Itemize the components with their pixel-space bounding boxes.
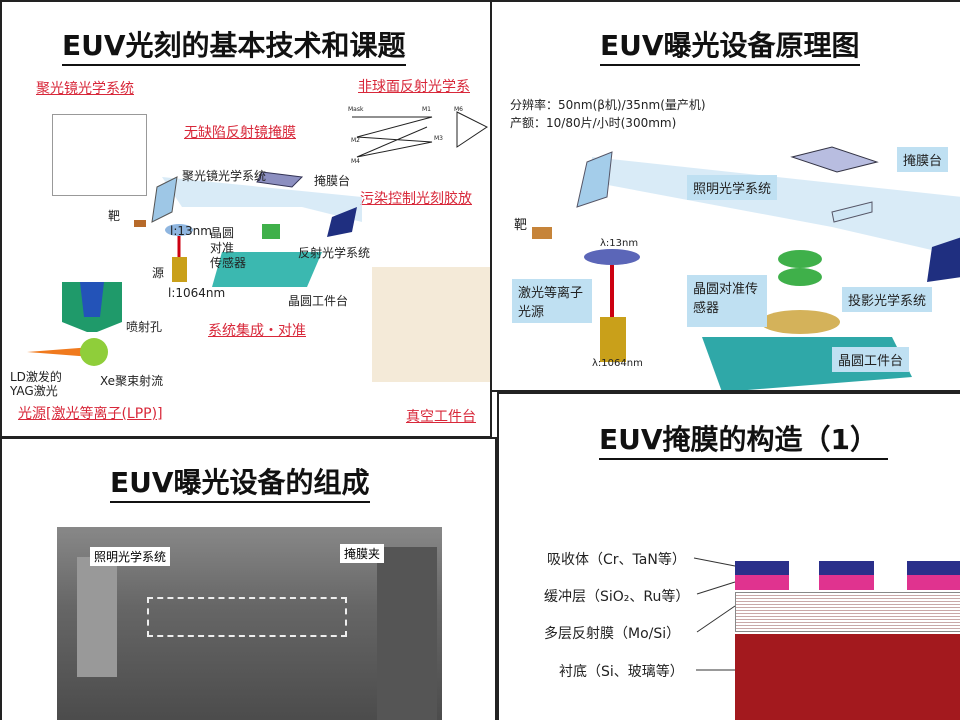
label-contamination: 污染控制光刻胶放	[360, 191, 472, 207]
mirror-label: Mask	[348, 106, 364, 113]
label-vacuum-stage: 真空工件台	[406, 409, 476, 425]
label-integration: 系统集成・对准	[208, 323, 306, 339]
lbl: 晶圆	[210, 226, 235, 240]
lbl: 喷射孔	[126, 320, 163, 334]
lbl: LD激发的	[10, 370, 62, 384]
label-lpp-source: 激光等离子光源	[512, 279, 592, 323]
label-lpp: 光源[激光等离子(LPP)]	[18, 406, 163, 422]
mirror-ray-diagram	[352, 111, 488, 158]
label-illumination: 照明光学系统	[90, 547, 171, 566]
absorber-block	[819, 561, 874, 575]
panel-title: EUV曝光设备原理图	[600, 24, 860, 66]
lbl: YAG激光	[10, 384, 58, 398]
panel-title: EUV掩膜的构造（1）	[599, 418, 889, 460]
mirror-label: M2	[351, 137, 360, 144]
lbl: 源	[152, 266, 165, 280]
label-wl13: λ:13nm	[600, 238, 639, 249]
layer-label-absorber: 吸收体（Cr、TaN等）	[547, 552, 686, 568]
multilayer-film	[735, 592, 960, 632]
exposure-system-diagram	[134, 171, 362, 287]
panel-euv-basic-tech: EUV光刻的基本技术和课题 聚光镜光学系统 非球面反射光学系 无缺陷反射镜掩膜 …	[0, 0, 492, 438]
panel-euv-mask-structure: EUV掩膜的构造（1） 吸收体（Cr、TaN等） 缓冲层（SiO₂、Ru等） 多…	[497, 392, 960, 720]
panel-euv-composition: EUV曝光设备的组成 照明光学系统 掩膜夹	[0, 437, 497, 720]
panel-title: EUV曝光设备的组成	[110, 461, 370, 503]
buffer-block	[735, 575, 789, 590]
lpp-source-drawing	[27, 282, 122, 366]
panel-euv-principle: EUV曝光设备原理图 分辨率：50nm(β机)/35nm(量产机) 产额：10/…	[490, 0, 960, 392]
lbl: 对准	[210, 241, 235, 255]
label-aspheric: 非球面反射光学系	[358, 79, 470, 95]
mirror-label: M3	[434, 135, 443, 142]
buffer-block	[819, 575, 874, 590]
buffer-block	[907, 575, 960, 590]
leader-lines	[693, 557, 736, 671]
label-mask: 无缺陷反射镜掩膜	[184, 125, 296, 141]
lbl: 晶圆工件台	[288, 294, 349, 308]
absorber-block	[735, 561, 789, 575]
layer-label-substrate: 衬底（Si、玻璃等）	[559, 664, 684, 680]
label-projection: 投影光学系统	[842, 287, 933, 312]
lbl: 掩膜台	[314, 174, 351, 188]
absorber-block	[907, 561, 960, 575]
label-target: 靶	[514, 218, 528, 233]
lbl: Xe聚束射流	[100, 374, 164, 388]
lbl: l:13nm	[170, 224, 212, 238]
lbl: 靶	[108, 209, 121, 223]
vacuum-stage-drawing	[372, 267, 490, 382]
layer-label-buffer: 缓冲层（SiO₂、Ru等）	[544, 589, 690, 605]
panel-title: EUV光刻的基本技术和课题	[62, 24, 406, 66]
label-wafer-stage: 晶圆工件台	[832, 347, 910, 372]
label-mask-stage: 掩膜台	[897, 147, 949, 172]
lbl: 聚光镜光学系统	[182, 169, 267, 183]
lbl: l:1064nm	[168, 286, 226, 300]
substrate	[735, 634, 960, 720]
spec-resolution: 分辨率：50nm(β机)/35nm(量产机)	[510, 98, 706, 112]
label-wl1064: λ:1064nm	[592, 358, 643, 369]
lbl: 传感器	[210, 256, 247, 270]
label-condenser: 聚光镜光学系统	[36, 81, 134, 97]
label-mask-holder: 掩膜夹	[340, 544, 385, 563]
layer-label-multilayer: 多层反射膜（Mo/Si）	[544, 626, 681, 642]
lbl: 反射光学系统	[298, 246, 371, 260]
label-illumination: 照明光学系统	[687, 175, 778, 200]
mirror-label: M6	[454, 106, 463, 113]
mirror-label: M4	[351, 158, 360, 165]
spec-throughput: 产额：10/80片/小时(300mm)	[510, 116, 677, 130]
condenser-drawing	[52, 114, 147, 196]
label-align-sensor: 晶圆对准传感器	[687, 275, 767, 327]
mirror-label: M1	[422, 106, 431, 113]
